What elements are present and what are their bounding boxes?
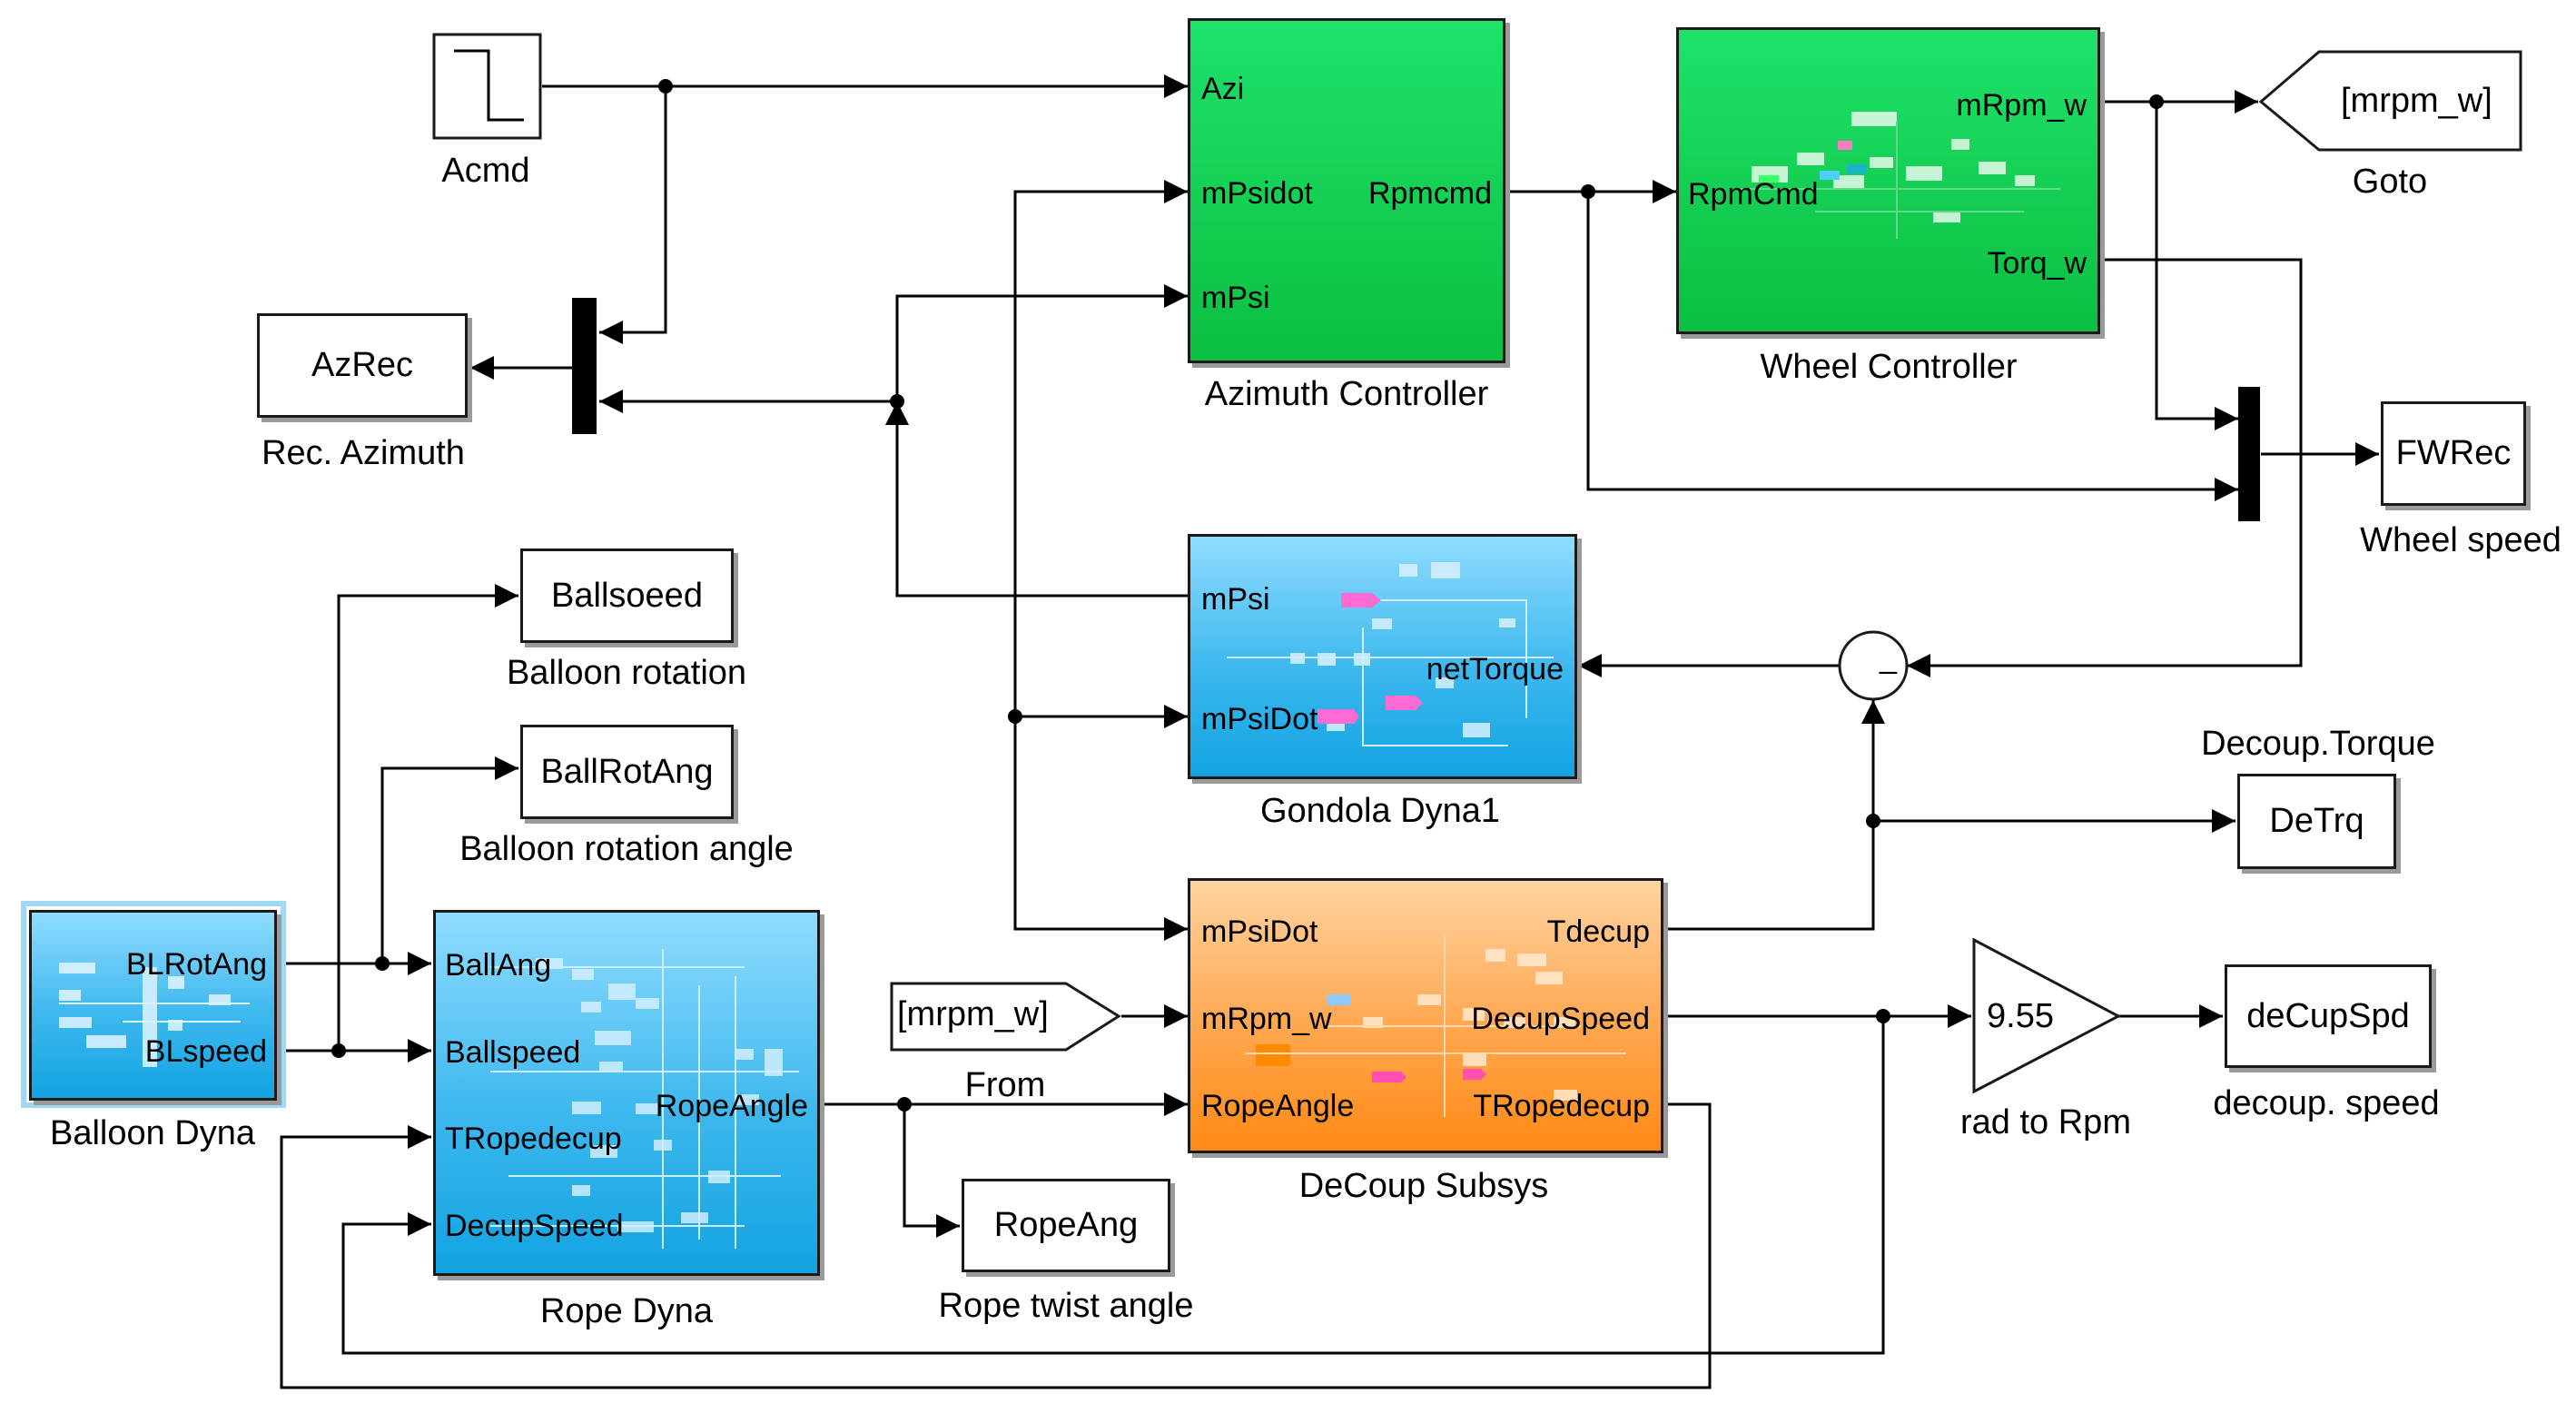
wire-tropedecup-rope: [280, 1102, 1712, 1389]
ropeang-label: Rope twist angle: [938, 1287, 1194, 1325]
goto-tag: [mrpm_w]: [2341, 82, 2492, 120]
decoup-label: DeCoup Subsys: [1298, 1167, 1549, 1205]
decupspd-name: deCupSpd: [2246, 996, 2410, 1035]
ropeang-name: RopeAng: [993, 1206, 1139, 1244]
port-mpsidot: mPsidot: [1201, 176, 1313, 211]
gain-value: 9.55: [1987, 997, 2054, 1035]
rope-port-tropedecup: TRopedecup: [445, 1122, 622, 1156]
ballsoeed-name: Ballsoeed: [551, 576, 703, 615]
balloon-label: Balloon Dyna: [49, 1114, 256, 1152]
wire-torq-sum: [1907, 258, 2303, 677]
port-rpmcmd-in: RpmCmd: [1688, 177, 1819, 212]
rope-block[interactable]: BallAng Ballspeed TRopedecup DecupSpeed …: [433, 910, 820, 1276]
azrec-block[interactable]: AzRec: [257, 313, 468, 418]
decupspd-block[interactable]: deCupSpd: [2225, 964, 2432, 1068]
ropeang-block[interactable]: RopeAng: [962, 1179, 1170, 1272]
balloon-port-blrotang: BLRotAng: [126, 947, 267, 982]
step-icon: [454, 49, 524, 122]
balloon-port-blspeed: BLspeed: [144, 1034, 267, 1069]
rope-thumbnail: [490, 949, 799, 1249]
wire-mpsidot-azimuth: [1013, 180, 1188, 716]
balloon-block[interactable]: BLRotAng BLspeed: [29, 910, 277, 1101]
sum-sign: _: [1880, 640, 1897, 675]
wire-ropeangle-ropeang: [903, 1104, 960, 1238]
ballrotang-name: BallRotAng: [540, 752, 714, 791]
wire-tdecup-sum: [1663, 700, 1885, 931]
decoup-port-decupspeed: DecupSpeed: [1471, 1002, 1650, 1036]
wire-rpmcmd-mux2: [1586, 192, 2238, 501]
port-torq-w: Torq_w: [1987, 246, 2087, 281]
goto-block: [2258, 50, 2522, 152]
decoup-port-mpsidot: mPsiDot: [1201, 914, 1318, 949]
wire-gondola-mpsi: [885, 401, 1188, 598]
rope-port-ballspeed: Ballspeed: [445, 1035, 581, 1070]
wire-mpsi-azimuth: [895, 284, 1188, 401]
from-block: [890, 982, 1121, 1052]
gondola-label: Gondola Dyna1: [1259, 792, 1501, 830]
fwrec-name: FWRec: [2395, 434, 2512, 472]
goto-label: Goto: [2352, 163, 2428, 201]
wheel-controller-label: Wheel Controller: [1760, 348, 2018, 386]
junction-dots: [331, 79, 2164, 1112]
wheel-controller-block[interactable]: mRpm_w Torq_w RpmCmd: [1676, 27, 2100, 334]
port-azi: Azi: [1201, 72, 1245, 106]
decoup-port-tdecup: Tdecup: [1546, 914, 1650, 949]
balloon-thumbnail: [59, 963, 250, 1067]
gain-block: [1972, 937, 2122, 1094]
detrq-block[interactable]: DeTrq: [2237, 774, 2396, 869]
fwrec-label: Wheel speed: [2360, 521, 2561, 559]
decoup-port-tropedecup: TRopedecup: [1473, 1089, 1650, 1123]
decupspd-label: decoup. speed: [2213, 1084, 2440, 1122]
decoup-thumbnail: [1245, 935, 1626, 1117]
fwrec-block[interactable]: FWRec: [2381, 401, 2526, 506]
wire-decupspeed-rope: [341, 1016, 1885, 1355]
wire-acmd-mux: [599, 86, 667, 344]
gondola-thumbnail: [1227, 562, 1554, 746]
ballrotang-label: Balloon rotation angle: [459, 830, 794, 868]
azrec-label: Rec. Azimuth: [262, 434, 465, 472]
decoup-block[interactable]: mPsiDot mRpm_w RopeAngle Tdecup DecupSpe…: [1188, 878, 1663, 1153]
azimuth-controller-block[interactable]: Azi mPsidot mPsi Rpmcmd: [1188, 18, 1505, 363]
decoup-port-ropeangle: RopeAngle: [1201, 1089, 1355, 1123]
wheel-controller-thumbnail: [1733, 112, 2060, 239]
wire-mpsidot-decoup: [1013, 716, 1188, 941]
port-mrpm-w: mRpm_w: [1956, 88, 2087, 123]
wheel-mux: [2238, 387, 2260, 521]
ballrotang-block[interactable]: BallRotAng: [520, 725, 734, 819]
gain-label: rad to Rpm: [1960, 1103, 2131, 1141]
from-label: From: [964, 1066, 1046, 1104]
from-tag: [mrpm_w]: [897, 995, 1049, 1033]
detrq-name: DeTrq: [2269, 802, 2364, 840]
port-mpsi: mPsi: [1201, 281, 1270, 315]
ballsoeed-block[interactable]: Ballsoeed: [520, 548, 734, 643]
rope-port-ropeangle: RopeAngle: [655, 1089, 808, 1123]
gondola-port-nettorque: netTorque: [1426, 652, 1564, 687]
gondola-block[interactable]: mPsi mPsiDot netTorque: [1188, 534, 1577, 779]
rope-label: Rope Dyna: [539, 1292, 714, 1330]
ballsoeed-label: Balloon rotation: [506, 654, 747, 692]
rope-port-ballang: BallAng: [445, 948, 552, 983]
wire-blspeed-ballsoeed: [337, 584, 518, 1051]
gondola-port-mpsi: mPsi: [1201, 582, 1270, 617]
sum-block: [1838, 630, 1909, 701]
decoup-port-mrpm-w: mRpm_w: [1201, 1002, 1332, 1036]
gondola-port-mpsidot: mPsiDot: [1201, 702, 1318, 736]
balloon-selection: [21, 901, 286, 1108]
azimuth-mux: [572, 298, 597, 434]
wire-mrpm-mux2: [2155, 102, 2238, 430]
detrq-label: Decoup.Torque: [2201, 725, 2435, 763]
port-rpmcmd: Rpmcmd: [1367, 176, 1492, 211]
rope-port-decupspeed: DecupSpeed: [445, 1209, 624, 1243]
azrec-name: AzRec: [311, 346, 413, 384]
acmd-label: Acmd: [441, 152, 530, 190]
azimuth-controller-label: Azimuth Controller: [1204, 375, 1489, 413]
wire-blrotang-ballrotang: [380, 756, 518, 963]
